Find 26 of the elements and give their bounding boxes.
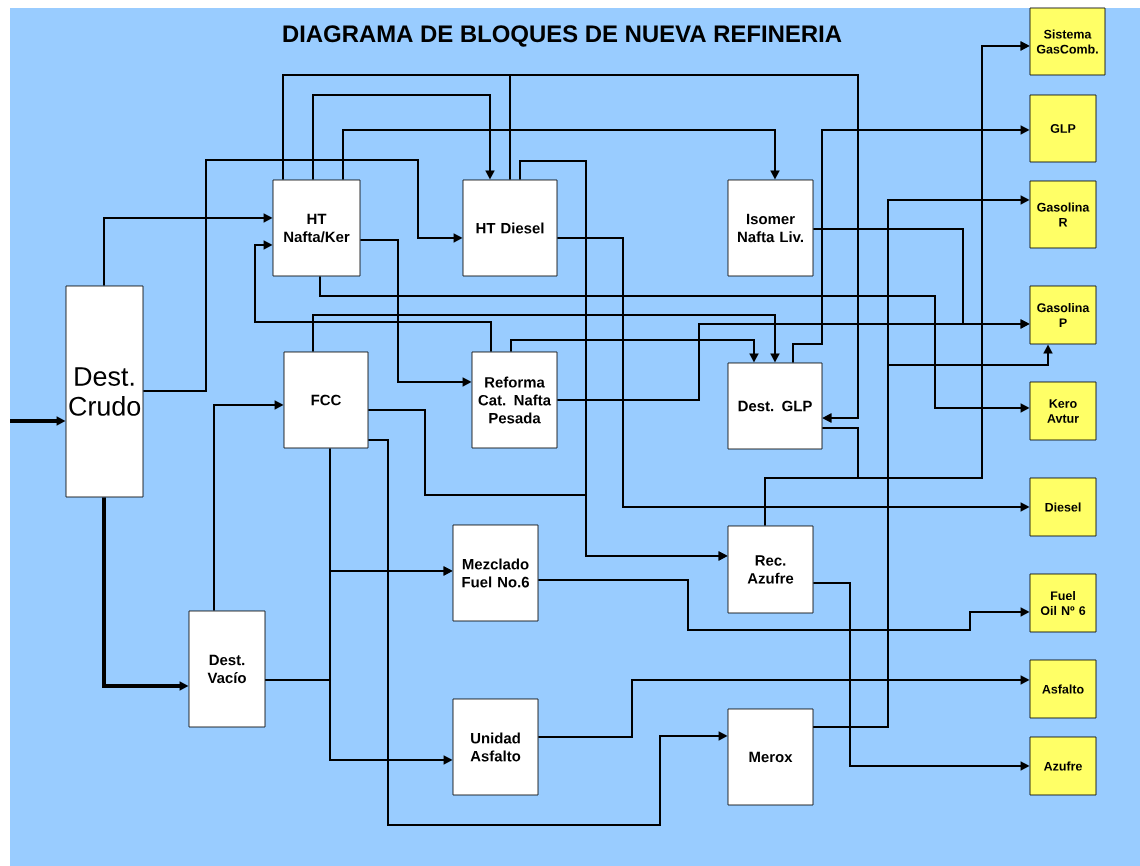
- arrow: [312, 94, 495, 181]
- arrow: [509, 74, 859, 423]
- product-box: Azufre: [1029, 736, 1097, 796]
- product-box: Gasolina R: [1029, 180, 1097, 249]
- process-box: Reforma Cat. Nafta Pesada: [471, 351, 558, 449]
- process-box: HT Nafta/Ker: [272, 179, 361, 277]
- process-box: Mezclado Fuel No.6: [452, 524, 539, 622]
- process-box: HT Diesel: [462, 179, 558, 277]
- process-box: FCC: [283, 351, 369, 449]
- product-box: GLP: [1029, 94, 1097, 163]
- product-box: Kero Avtur: [1029, 381, 1097, 441]
- process-box: Isomer Nafta Liv.: [727, 179, 814, 277]
- process-box: Rec. Azufre: [727, 525, 814, 614]
- product-box: Sistema GasComb.: [1029, 7, 1106, 76]
- feed-box: Dest. Crudo: [65, 285, 144, 498]
- process-box: Dest. Vacío: [188, 610, 266, 728]
- product-box: Asfalto: [1029, 659, 1097, 719]
- title: DIAGRAMA DE BLOQUES DE NUEVA REFINERIA: [283, 25, 842, 47]
- product-box: Gasolina P: [1029, 285, 1097, 345]
- process-box: Unidad Asfalto: [452, 698, 539, 796]
- process-box: Dest. GLP: [727, 362, 823, 450]
- product-box: Fuel Oil Nº 6: [1029, 573, 1097, 633]
- arrow: [254, 240, 492, 353]
- arrow: [342, 129, 780, 181]
- product-box: Diesel: [1029, 477, 1097, 537]
- process-box: Merox: [727, 708, 814, 806]
